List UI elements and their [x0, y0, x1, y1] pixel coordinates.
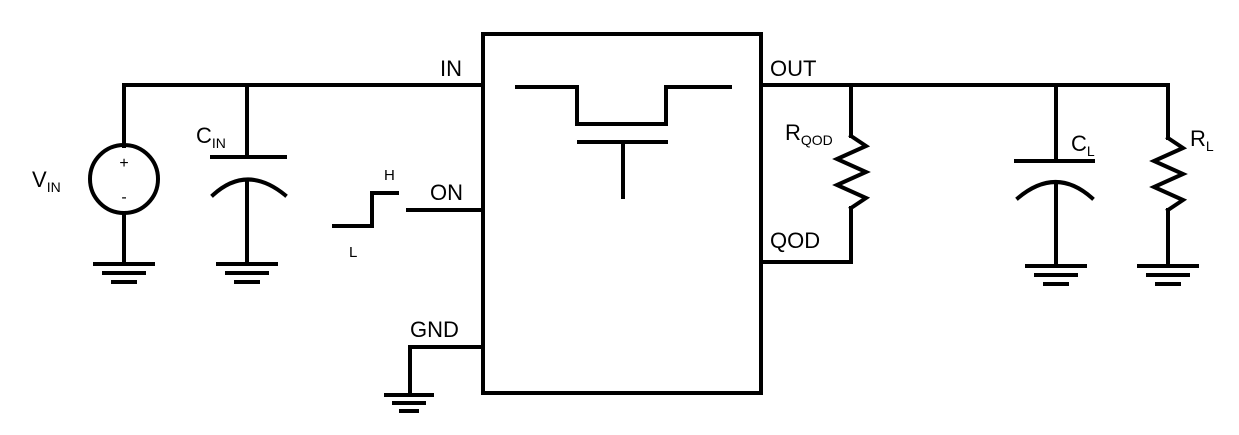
pin-qod-label: QOD — [770, 228, 820, 253]
on-step-waveform — [332, 208, 374, 228]
vin-minus-sign: - — [121, 189, 126, 206]
ic-ground-symbol — [384, 393, 434, 413]
resistor-rqod — [759, 83, 871, 264]
gnd-wire — [408, 345, 485, 397]
mosfet-symbol — [515, 85, 732, 199]
pin-in-label: IN — [440, 56, 462, 81]
rl-label: RL — [1190, 126, 1214, 154]
voltage-source-vin: + - — [88, 143, 160, 264]
on-low-label: L — [349, 244, 357, 261]
cin-label: CIN — [196, 123, 226, 151]
on-high-label: H — [384, 167, 395, 184]
vin-ground-symbol — [93, 262, 155, 284]
cin-ground-symbol — [216, 262, 278, 284]
cl-ground-symbol — [1025, 264, 1087, 286]
on-step-waveform-upper — [370, 191, 399, 212]
rl-ground-symbol — [1137, 264, 1199, 286]
input-rail-wire — [122, 83, 485, 148]
load-switch-ic — [481, 32, 763, 395]
rqod-label: RQOD — [785, 120, 833, 148]
pin-out-label: OUT — [770, 56, 816, 81]
vin-plus-sign: + — [119, 155, 128, 172]
cl-label: CL — [1071, 131, 1095, 159]
capacitor-cin — [210, 155, 288, 266]
vin-label: VIN — [32, 167, 61, 195]
capacitor-cl — [1014, 83, 1095, 266]
pin-on-label: ON — [430, 180, 463, 205]
pin-gnd-label: GND — [410, 317, 459, 342]
resistor-rl — [1149, 83, 1188, 266]
